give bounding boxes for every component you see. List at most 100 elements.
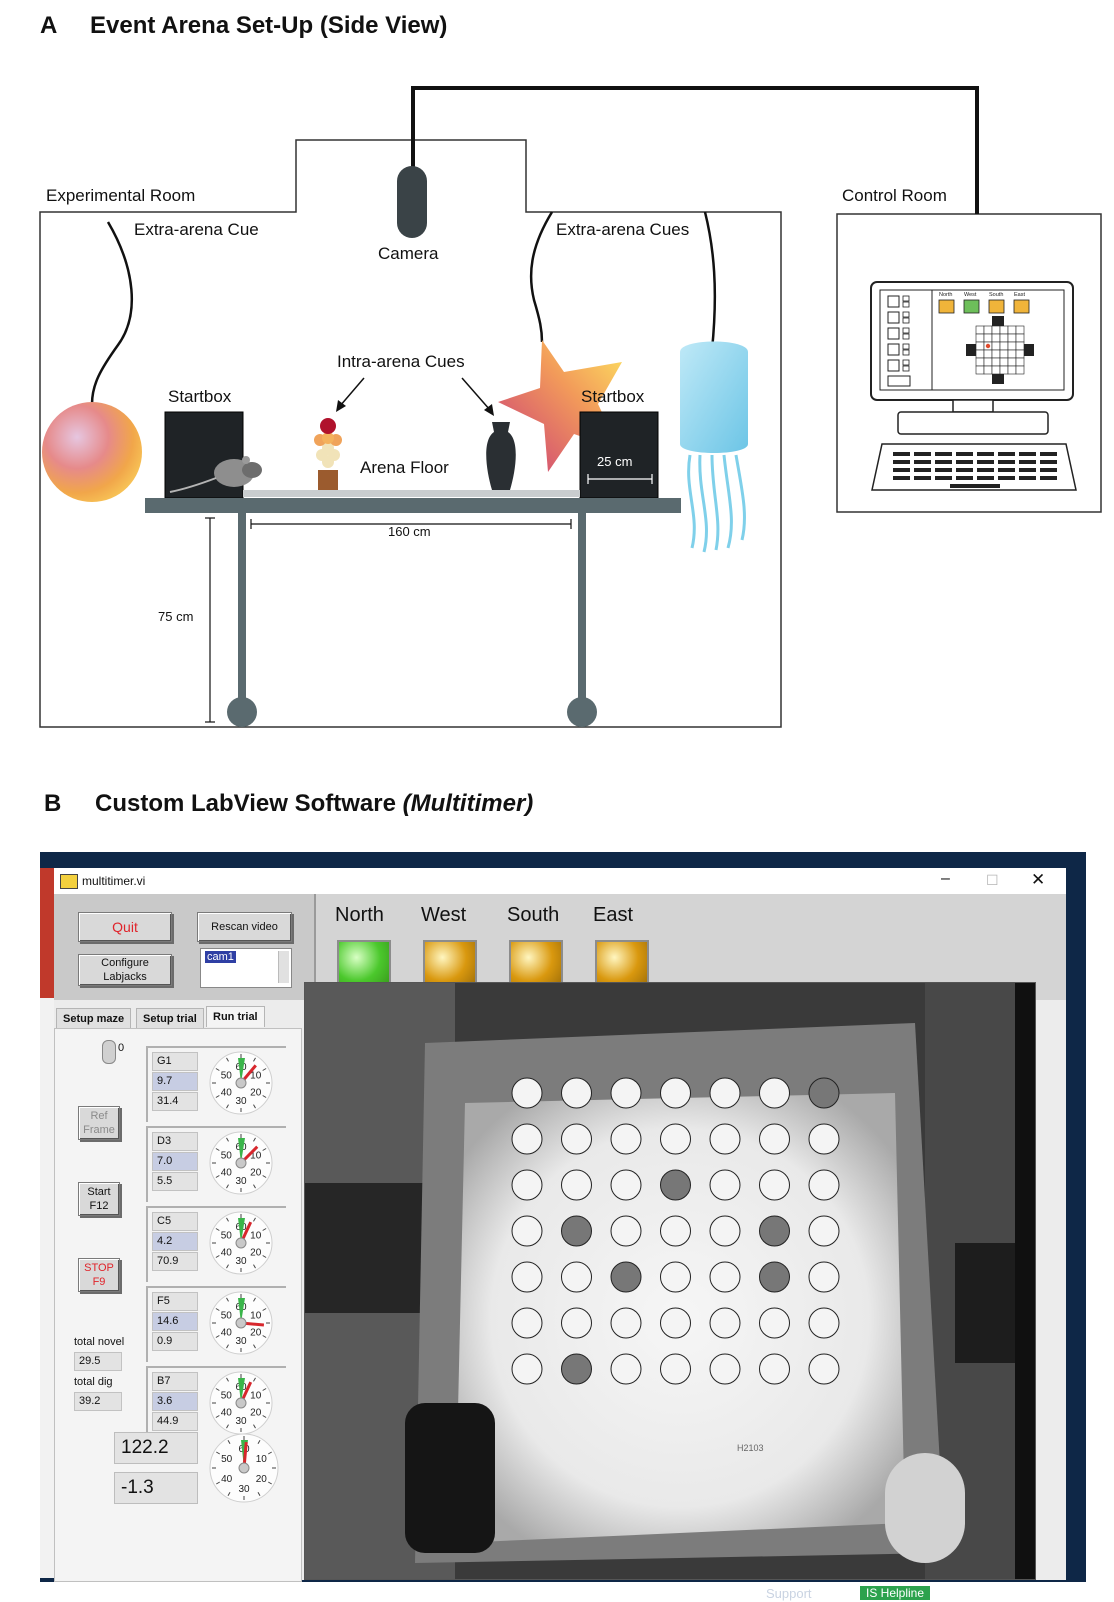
dial-tick-label: 50 xyxy=(221,1454,233,1465)
monitor-grid-cell xyxy=(976,358,984,366)
dial-tick-label: 50 xyxy=(221,1391,233,1402)
monitor-grid-cell xyxy=(984,326,992,334)
maze-hole xyxy=(562,1124,592,1154)
configure-labjacks-button[interactable]: Configure Labjacks xyxy=(78,954,172,986)
maze-hole xyxy=(512,1216,542,1246)
monitor-rat-marker xyxy=(986,344,990,348)
monitor-grid-cell xyxy=(992,342,1000,350)
monitor-grid-cell xyxy=(984,366,992,374)
monitor-list-box xyxy=(903,360,909,365)
jellyfish-cue-icon xyxy=(680,342,748,553)
dial-tick-label: 50 xyxy=(221,1151,233,1162)
rescan-video-button[interactable]: Rescan video xyxy=(197,912,292,942)
keyboard-key xyxy=(956,476,973,480)
maze-hole xyxy=(512,1354,542,1384)
taskbar-helpline[interactable]: IS Helpline xyxy=(860,1586,930,1600)
monitor-list-box xyxy=(903,366,909,371)
maze-hole xyxy=(809,1170,839,1200)
tab-run-trial[interactable]: Run trial xyxy=(206,1006,265,1027)
camera-listbox[interactable]: cam1 xyxy=(200,948,292,988)
listbox-scrollbar[interactable] xyxy=(278,951,289,983)
taskbar-support[interactable]: Support xyxy=(766,1586,812,1601)
maze-hole xyxy=(562,1262,592,1292)
maze-hole xyxy=(710,1354,740,1384)
timer-total-value: 44.9 xyxy=(152,1412,198,1431)
dial-hub xyxy=(236,1318,246,1328)
labview-window: multitimer.vi – ☐ ✕ Quit Configure Labja… xyxy=(54,868,1066,1580)
dial-tick-label: 40 xyxy=(221,1168,233,1179)
dial-tick-label: 50 xyxy=(221,1311,233,1322)
monitor-startbox-east xyxy=(1024,344,1034,356)
timer-location-label: B7 xyxy=(152,1372,198,1391)
maze-hole xyxy=(562,1170,592,1200)
keyboard-key xyxy=(1019,476,1036,480)
timer-current-value: 3.6 xyxy=(152,1392,198,1411)
dial-tick-label: 10 xyxy=(256,1454,268,1465)
dial-tick-label: 40 xyxy=(221,1088,233,1099)
dial-tick-label: 50 xyxy=(221,1231,233,1242)
keyboard-key xyxy=(1019,452,1036,456)
monitor-grid-cell xyxy=(1000,366,1008,374)
monitor-grid-cell xyxy=(1016,366,1024,374)
timer-location-label: F5 xyxy=(152,1292,198,1311)
timer-location-label: G1 xyxy=(152,1052,198,1071)
monitor-grid-cell xyxy=(1016,334,1024,342)
camera-list-item[interactable]: cam1 xyxy=(205,951,236,963)
monitor-list-box xyxy=(888,360,899,371)
monitor-grid-cell xyxy=(976,326,984,334)
minimize-icon[interactable]: – xyxy=(941,870,950,888)
tab-setup-maze[interactable]: Setup maze xyxy=(56,1008,131,1029)
dial-tick-label: 40 xyxy=(221,1408,233,1419)
monitor-grid-cell xyxy=(1008,334,1016,342)
maze-hole xyxy=(661,1078,691,1108)
frame-stepper[interactable] xyxy=(102,1040,116,1064)
close-icon[interactable]: ✕ xyxy=(1031,870,1045,890)
start-button[interactable]: Start F12 xyxy=(78,1182,120,1216)
table-top xyxy=(145,498,681,513)
keyboard-key xyxy=(1040,468,1057,472)
total-novel-label: total novel xyxy=(74,1336,124,1348)
maze-hole xyxy=(710,1078,740,1108)
table-leg-right xyxy=(578,513,586,701)
keyboard-key xyxy=(935,476,952,480)
control-room-label: Control Room xyxy=(842,186,947,206)
maze-hole xyxy=(512,1078,542,1108)
ref-frame-button[interactable]: Ref Frame xyxy=(78,1106,120,1140)
cake-cue-icon xyxy=(314,418,342,490)
maze-hole xyxy=(661,1308,691,1338)
monitor-grid-cell xyxy=(984,358,992,366)
monitor-grid-cell xyxy=(1016,358,1024,366)
dial-tick-label: 30 xyxy=(235,1176,247,1187)
table-leg-left xyxy=(238,513,246,701)
keyboard-key xyxy=(1040,476,1057,480)
maze-hole xyxy=(611,1308,641,1338)
timer-total-value: 31.4 xyxy=(152,1092,198,1111)
direction-label-west: West xyxy=(421,904,466,927)
dial-tick-label: 40 xyxy=(221,1248,233,1259)
quit-button[interactable]: Quit xyxy=(78,912,172,942)
dial-tick-label: 30 xyxy=(235,1256,247,1267)
maze-hole xyxy=(512,1124,542,1154)
keyboard-key xyxy=(998,476,1015,480)
intra-arena-cues-label: Intra-arena Cues xyxy=(337,352,465,372)
monitor-grid-cell xyxy=(976,350,984,358)
keyboard-key xyxy=(977,468,994,472)
monitor-grid-cell xyxy=(1008,358,1016,366)
tab-setup-trial[interactable]: Setup trial xyxy=(136,1008,204,1029)
dial-tick-label: 10 xyxy=(250,1311,262,1322)
keyboard-key xyxy=(1040,452,1057,456)
timer-total-value: 70.9 xyxy=(152,1252,198,1271)
monitor-light-label: North xyxy=(939,292,952,298)
stop-button[interactable]: STOP F9 xyxy=(78,1258,120,1292)
maze-hole xyxy=(710,1216,740,1246)
keyboard-key xyxy=(998,452,1015,456)
monitor-grid-cell xyxy=(1000,342,1008,350)
direction-label-east: East xyxy=(593,904,633,927)
monitor-startbox-south xyxy=(992,374,1004,384)
keyboard-key xyxy=(914,460,931,464)
monitor-list-box xyxy=(888,312,899,323)
timer-dial-f5: 601020304050 xyxy=(204,1286,278,1360)
maximize-icon[interactable]: ☐ xyxy=(986,872,999,889)
dial-tick-label: 40 xyxy=(221,1328,233,1339)
